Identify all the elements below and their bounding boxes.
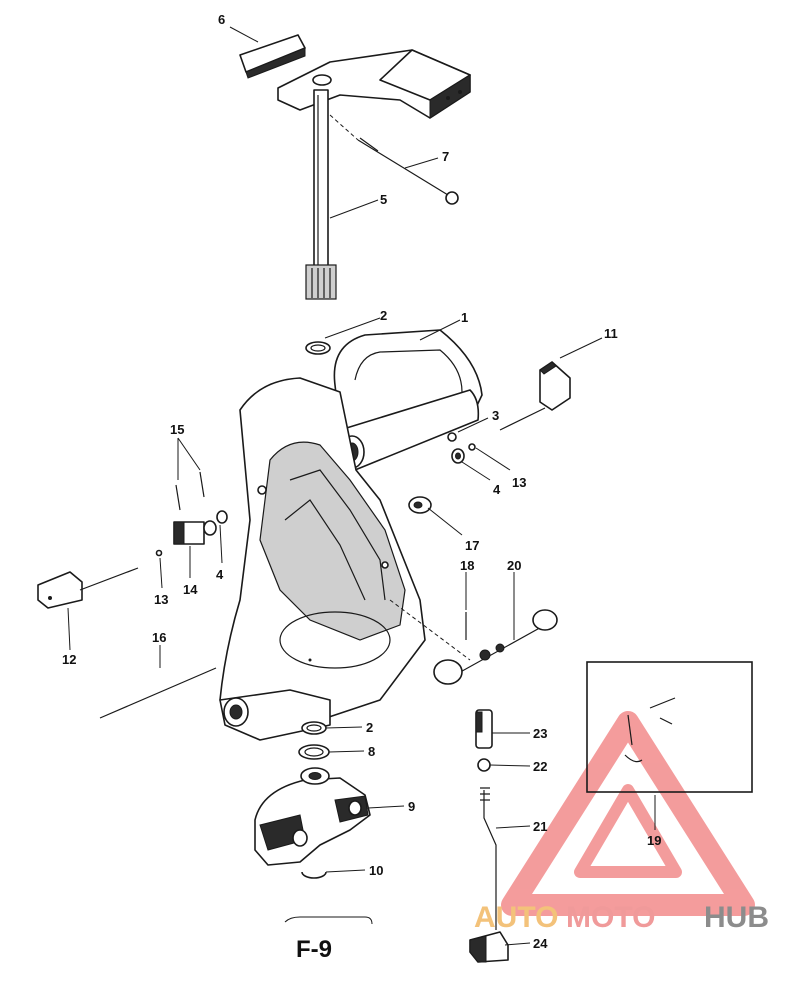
part-16-rod [99, 667, 217, 719]
callout-16: 16 [152, 630, 166, 645]
callout-17: 17 [465, 538, 479, 553]
callout-10: 10 [369, 863, 383, 878]
callout-7: 7 [442, 149, 449, 164]
part-1-swivel-bracket [219, 329, 483, 741]
part-21-control-rod [480, 787, 497, 930]
callout-13-right: 13 [512, 475, 526, 490]
part-9-lower-yoke [254, 767, 371, 866]
part-15-cotter-pins [175, 471, 205, 511]
part-5-steering-shaft [277, 49, 471, 300]
part-12-tilt-lock-left [37, 549, 163, 609]
callout-20: 20 [507, 558, 521, 573]
callout-1: 1 [461, 310, 468, 325]
part-17-bushing [408, 496, 432, 514]
part-14-lock-block [173, 520, 217, 545]
part-2-ring-bottom [301, 721, 327, 735]
callout-2-bottom: 2 [366, 720, 373, 735]
part-13-clip-right [468, 443, 476, 451]
callout-18: 18 [460, 558, 474, 573]
callout-2-top: 2 [380, 308, 387, 323]
part-7-bolt [329, 114, 459, 205]
part-6-plate [239, 34, 306, 79]
part-11-tilt-lock-right [499, 361, 571, 431]
part-22-nut [477, 758, 491, 772]
callout-12: 12 [62, 652, 76, 667]
watermark-logo [501, 711, 755, 916]
callout-21: 21 [533, 819, 547, 834]
callout-8: 8 [368, 744, 375, 759]
part-3-pin-right [447, 432, 457, 442]
callout-3: 3 [492, 408, 499, 423]
callout-5: 5 [380, 192, 387, 207]
callout-14: 14 [183, 582, 198, 597]
part-20-lever-assembly [389, 599, 558, 685]
callout-13-left: 13 [154, 592, 168, 607]
watermark-text: AUTO MOTO HUB [474, 901, 769, 934]
callout-4-left: 4 [216, 567, 224, 582]
callout-24: 24 [533, 936, 548, 951]
callout-22: 22 [533, 759, 547, 774]
part-19-inset-box [586, 661, 753, 793]
callout-11: 11 [604, 326, 618, 341]
callout-15: 15 [170, 422, 184, 437]
callout-9: 9 [408, 799, 415, 814]
part-4-washer-left [216, 510, 228, 524]
callout-23: 23 [533, 726, 547, 741]
callout-4-right: 4 [493, 482, 501, 497]
watermark-moto: MOTO [566, 901, 655, 934]
part-2-ring-top [305, 341, 331, 355]
figure-label: F-9 [296, 936, 332, 963]
watermark-auto: AUTO [474, 901, 558, 934]
callout-19: 19 [647, 833, 661, 848]
part-8-washer [298, 744, 330, 760]
callout-labels: 6 7 5 2 1 11 3 13 4 17 15 14 4 13 12 16 … [62, 12, 661, 951]
callout-6: 6 [218, 12, 225, 27]
part-10-snap-ring [301, 871, 327, 879]
callout-leaders [67, 26, 656, 946]
watermark-hub: HUB [704, 901, 769, 934]
part-23-link [475, 709, 493, 749]
part-24-clamp [469, 931, 509, 963]
